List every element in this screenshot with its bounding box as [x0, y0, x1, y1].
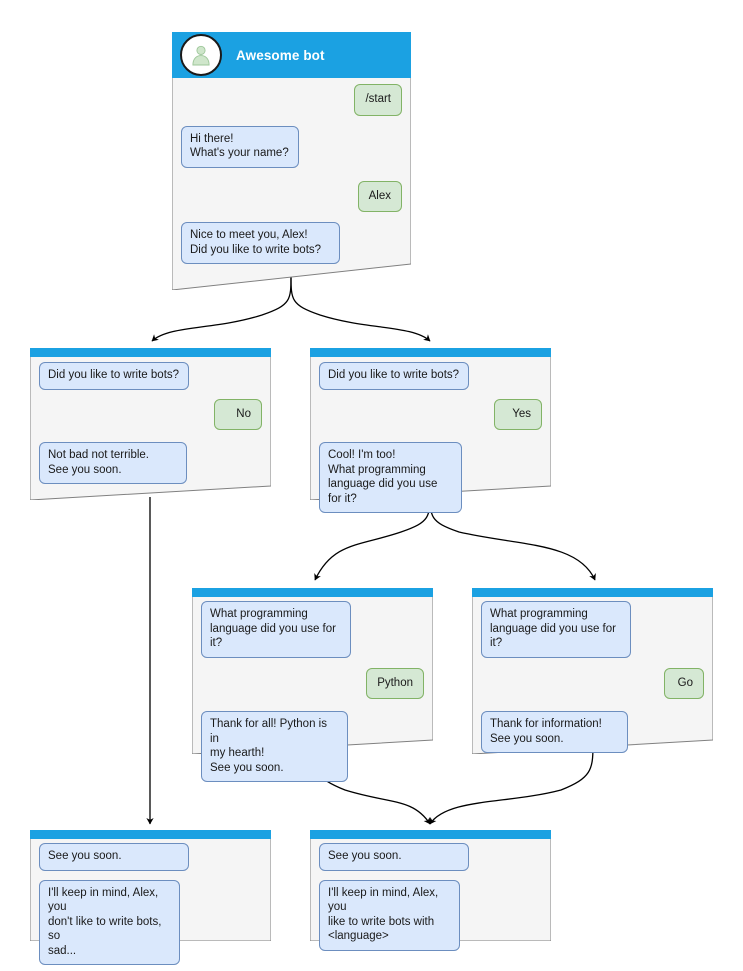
bot-message-bubble[interactable]: I'll keep in mind, Alex, you don't like …	[39, 879, 180, 965]
message-row: Nice to meet you, Alex! Did you like to …	[181, 222, 402, 264]
bot-message-bubble[interactable]: See you soon.	[39, 843, 189, 871]
person-avatar-icon	[180, 34, 222, 76]
message-row: See you soon.	[39, 843, 262, 871]
message-list: See you soon. I'll keep in mind, Alex, y…	[30, 843, 271, 965]
bot-message-bubble[interactable]: Did you like to write bots?	[39, 362, 189, 390]
bot-message-bubble[interactable]: Nice to meet you, Alex! Did you like to …	[181, 222, 340, 264]
message-row: What programming language did you use fo…	[481, 601, 704, 658]
bot-message-bubble[interactable]: Not bad not terrible. See you soon.	[39, 442, 187, 484]
edge-go-to-end-happy	[429, 744, 594, 825]
bot-message-bubble[interactable]: Did you like to write bots?	[319, 362, 469, 390]
message-row: Go	[481, 667, 704, 699]
root-window-titlebar: Awesome bot	[172, 32, 411, 78]
message-row: Hi there! What's your name?	[181, 125, 402, 168]
user-message-bubble[interactable]: Yes	[494, 398, 542, 430]
bot-message-bubble[interactable]: Thank for all! Python is in my hearth! S…	[201, 711, 348, 782]
user-message-bubble[interactable]: /start	[354, 84, 402, 116]
message-list: See you soon. I'll keep in mind, Alex, y…	[310, 843, 551, 951]
window-titlebar	[310, 348, 551, 357]
message-row: I'll keep in mind, Alex, you don't like …	[39, 879, 262, 965]
root-message-list: /start Hi there! What's your name? Alex …	[172, 84, 411, 264]
go-branch-window[interactable]: What programming language did you use fo…	[472, 588, 713, 754]
end-sad-window[interactable]: See you soon. I'll keep in mind, Alex, y…	[30, 830, 271, 965]
message-list: Did you like to write bots? Yes Cool! I'…	[310, 362, 551, 513]
message-row: /start	[181, 84, 402, 116]
yes-branch-window[interactable]: Did you like to write bots? Yes Cool! I'…	[310, 348, 551, 513]
root-chat-window[interactable]: Awesome bot /start Hi there! What's your…	[172, 32, 411, 290]
window-titlebar	[30, 348, 271, 357]
no-branch-window[interactable]: Did you like to write bots? No Not bad n…	[30, 348, 271, 500]
bot-message-bubble[interactable]: Thank for information! See you soon.	[481, 711, 628, 753]
bot-message-bubble[interactable]: Cool! I'm too! What programming language…	[319, 442, 462, 513]
message-row: No	[39, 398, 262, 430]
root-window-title: Awesome bot	[236, 47, 325, 63]
bot-message-bubble[interactable]: What programming language did you use fo…	[201, 601, 351, 658]
window-titlebar	[472, 588, 713, 597]
user-message-bubble[interactable]: No	[214, 398, 262, 430]
message-row: Not bad not terrible. See you soon.	[39, 442, 262, 484]
message-row: Thank for all! Python is in my hearth! S…	[201, 711, 424, 782]
window-titlebar	[30, 830, 271, 839]
bot-message-bubble[interactable]: Hi there! What's your name?	[181, 125, 299, 168]
python-branch-window[interactable]: What programming language did you use fo…	[192, 588, 433, 782]
user-message-bubble[interactable]: Python	[366, 667, 424, 699]
window-titlebar	[192, 588, 433, 597]
message-row: Python	[201, 667, 424, 699]
message-row: Thank for information! See you soon.	[481, 711, 704, 753]
message-row: Cool! I'm too! What programming language…	[319, 442, 542, 513]
user-message-bubble[interactable]: Go	[664, 667, 704, 699]
message-row: I'll keep in mind, Alex, you like to wri…	[319, 879, 542, 951]
message-list: Did you like to write bots? No Not bad n…	[30, 362, 271, 484]
message-row: See you soon.	[319, 843, 542, 871]
message-row: Did you like to write bots?	[39, 362, 262, 390]
window-titlebar	[310, 830, 551, 839]
message-list: What programming language did you use fo…	[192, 601, 433, 782]
bot-message-bubble[interactable]: I'll keep in mind, Alex, you like to wri…	[319, 879, 460, 951]
message-list: What programming language did you use fo…	[472, 601, 713, 753]
end-happy-window[interactable]: See you soon. I'll keep in mind, Alex, y…	[310, 830, 551, 951]
message-row: Did you like to write bots?	[319, 362, 542, 390]
bot-message-bubble[interactable]: What programming language did you use fo…	[481, 601, 631, 658]
message-row: What programming language did you use fo…	[201, 601, 424, 658]
message-row: Yes	[319, 398, 542, 430]
message-row: Alex	[181, 180, 402, 212]
bot-message-bubble[interactable]: See you soon.	[319, 843, 469, 871]
user-message-bubble[interactable]: Alex	[357, 180, 402, 212]
